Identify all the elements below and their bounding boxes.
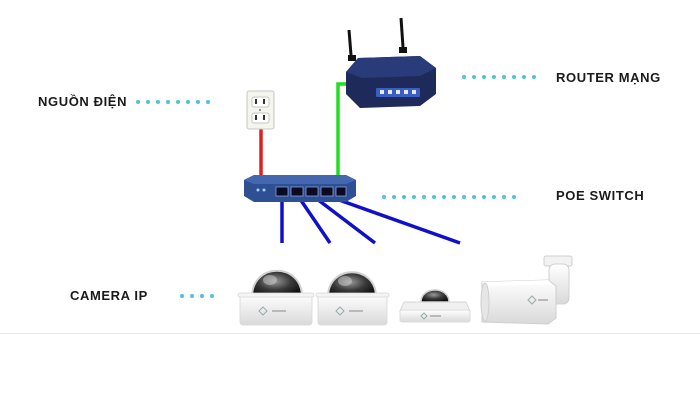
dot <box>186 100 190 104</box>
dot-leader-power <box>136 100 216 104</box>
dome-camera-icon <box>399 289 471 323</box>
label-camera: CAMERA IP <box>70 288 148 303</box>
router-cable <box>336 82 351 188</box>
dot <box>146 100 150 104</box>
dot <box>482 195 486 199</box>
dot <box>200 294 204 298</box>
dot <box>502 195 506 199</box>
dot <box>522 75 526 79</box>
dot <box>432 195 436 199</box>
dot <box>156 100 160 104</box>
dot <box>532 75 536 79</box>
wall-outlet-icon <box>246 90 275 130</box>
dot <box>512 195 516 199</box>
dot <box>382 195 386 199</box>
dot <box>422 195 426 199</box>
dot <box>452 195 456 199</box>
dot <box>176 100 180 104</box>
dome-camera-icon <box>315 271 390 326</box>
camera-cable-4 <box>327 194 461 245</box>
dot <box>210 294 214 298</box>
dot <box>492 195 496 199</box>
dome-camera-icon <box>237 269 315 326</box>
dot <box>392 195 396 199</box>
label-power: NGUỒN ĐIỆN <box>38 94 128 109</box>
divider <box>0 333 700 334</box>
label-router: ROUTER MẠNG <box>556 70 661 85</box>
dot-leader-router <box>462 75 542 79</box>
router-icon <box>346 17 436 108</box>
dot <box>442 195 446 199</box>
camera-cable-3 <box>311 194 377 245</box>
dot <box>502 75 506 79</box>
dot <box>196 100 200 104</box>
dot <box>492 75 496 79</box>
dot-leader-switch <box>382 195 522 199</box>
label-switch: POE SWITCH <box>556 188 645 203</box>
bullet-camera-icon <box>480 255 573 325</box>
dot <box>462 195 466 199</box>
dot <box>402 195 406 199</box>
poe-switch-icon <box>244 175 356 202</box>
dot <box>190 294 194 298</box>
dot <box>462 75 466 79</box>
dot <box>166 100 170 104</box>
dot <box>512 75 516 79</box>
dot <box>206 100 210 104</box>
dot <box>412 195 416 199</box>
dot <box>180 294 184 298</box>
dot <box>482 75 486 79</box>
dot <box>472 195 476 199</box>
dot <box>472 75 476 79</box>
dot-leader-camera <box>180 294 220 298</box>
camera-cable-2 <box>296 195 332 244</box>
dot <box>136 100 140 104</box>
